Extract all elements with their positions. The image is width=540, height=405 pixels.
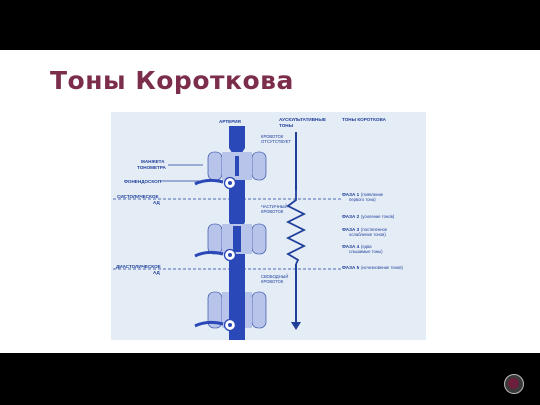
nav-circle-icon[interactable]: [504, 374, 524, 394]
artery-top-1: [229, 126, 245, 148]
flow-partial-1: ЧАСТИЧНЫЙ: [261, 204, 287, 209]
header-korotkov-tones: ТОНЫ КОРОТКОВА: [342, 117, 387, 122]
label-systolic-1: СИСТОЛИЧЕСКОЕ: [117, 194, 159, 199]
cuff-right-2: [251, 223, 267, 255]
phase-3-desc-2: ослабление тонов): [349, 232, 386, 237]
phase-3: ФАЗА 3: [342, 227, 360, 232]
header-auscultative-1: АУСКУЛЬТАТИВНЫЕ: [279, 117, 326, 122]
stethoscope-tube-1: [194, 178, 224, 186]
korotkov-diagram: АРТЕРИЯ АУСКУЛЬТАТИВНЫЕ ТОНЫ ТОНЫ КОРОТК…: [111, 112, 426, 340]
flow-partial-2: КРОВОТОК: [261, 209, 284, 214]
phase-5-desc: (исчезновение тонов): [361, 265, 403, 270]
artery-top-2: [229, 204, 245, 222]
phase-5: ФАЗА 5: [342, 265, 360, 270]
artery-section-closed: [194, 126, 267, 204]
flow-absent-1: КРОВОТОК: [261, 134, 284, 139]
cuff-left-2: [207, 223, 223, 255]
phase-4-desc-1: (едва: [361, 244, 372, 249]
header-auscultative-2: ТОНЫ: [279, 123, 294, 128]
label-cuff-1: МАНЖЕТА: [141, 159, 165, 164]
korotkov-diagram-svg: АРТЕРИЯ АУСКУЛЬТАТИВНЫЕ ТОНЫ ТОНЫ КОРОТК…: [113, 117, 403, 340]
label-diastolic-2: АД: [153, 270, 160, 275]
label-phonendoscope: ФОНЕНДОСКОП: [124, 179, 161, 184]
flow-absent-2: ОТСУТСТВУЕТ: [261, 139, 291, 144]
flow-free-1: СВОБОДНЫЙ: [261, 274, 288, 279]
phase-4-desc-2: слышимые тоны): [349, 249, 383, 254]
label-cuff-2: ТОНОМЕТРА: [137, 165, 167, 170]
tones-arrow-icon: [291, 322, 301, 330]
artery-section-partial: [194, 204, 267, 280]
phase-4: ФАЗА 4: [342, 244, 360, 249]
header-artery: АРТЕРИЯ: [219, 119, 241, 124]
label-diastolic-1: ДИАСТОЛИЧЕСКОЕ: [116, 264, 161, 269]
slide: Тоны Короткова АРТЕРИЯ АУСКУЛЬТАТИВНЫЕ Т…: [0, 50, 540, 394]
cuff-left-1: [207, 151, 223, 181]
artery-section-open: [194, 280, 267, 340]
cuff-right-3: [251, 291, 267, 329]
phase-1: ФАЗА 1: [342, 192, 360, 197]
slide-title: Тоны Короткова: [50, 66, 294, 95]
phase-2-desc: (усиление тонов): [361, 214, 395, 219]
label-systolic-2: АД: [153, 200, 160, 205]
tones-zigzag: [285, 190, 307, 265]
phase-1-desc-2: первого тона): [349, 197, 376, 202]
phase-1-desc-1: (появление: [361, 192, 384, 197]
cuff-right-1: [251, 151, 267, 181]
artery-partial-core: [233, 226, 241, 252]
phase-3-desc-1: (постепенное: [361, 227, 388, 232]
flow-free-2: КРОВОТОК: [261, 279, 284, 284]
phase-2: ФАЗА 2: [342, 214, 360, 219]
artery-closed-core: [235, 156, 239, 176]
artery-bottom-2: [229, 254, 245, 280]
artery-open: [229, 280, 245, 340]
